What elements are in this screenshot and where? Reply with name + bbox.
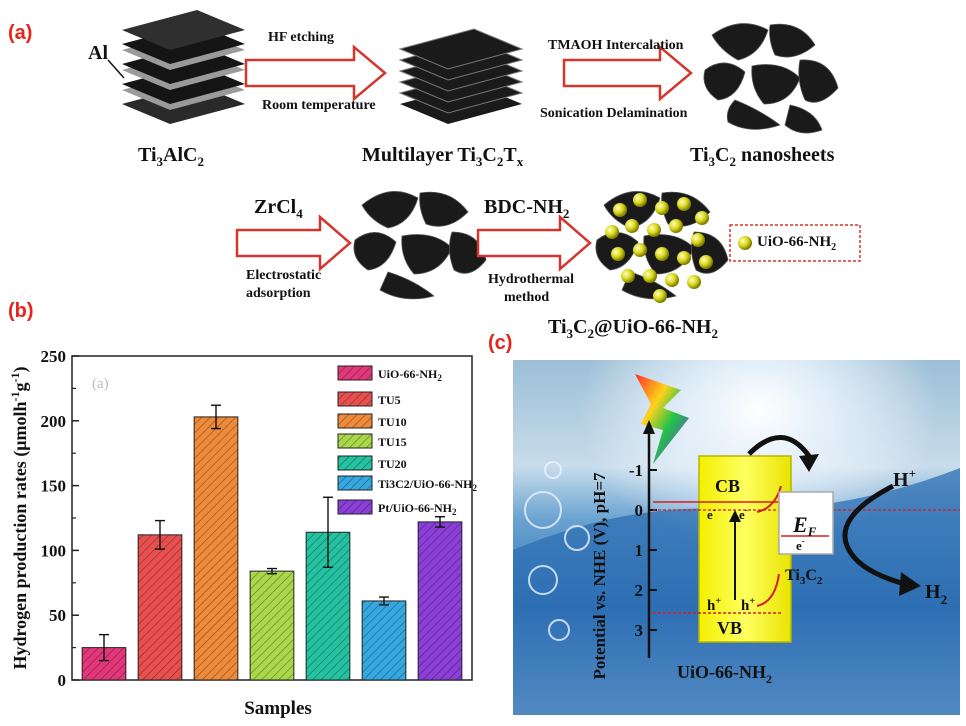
inner-tag: (a) xyxy=(92,376,109,392)
legend-swatch xyxy=(337,413,373,429)
bar xyxy=(417,521,463,681)
step1-bottom-label: Room temperature xyxy=(262,98,376,113)
legend-label: Pt/UiO-66-NH2 xyxy=(378,501,457,517)
legend-label: TU5 xyxy=(378,393,401,407)
potential-tick-label: 3 xyxy=(635,621,644,640)
hplus-label: H+ xyxy=(893,466,916,491)
ti3alc2-stack xyxy=(122,10,245,124)
legend-swatch xyxy=(337,433,373,449)
uio-label: UiO-66-NH2 xyxy=(677,662,772,686)
legend-swatch xyxy=(337,499,373,515)
step4-bottom-label-2: method xyxy=(504,290,550,305)
composite-cluster xyxy=(595,191,729,303)
step2-top-label: TMAOH Intercalation xyxy=(548,38,684,53)
potential-tick-label: 2 xyxy=(635,581,644,600)
material-ti3alc2: Ti3AlC2 xyxy=(138,144,204,169)
bar xyxy=(137,534,183,681)
legend-label: TU20 xyxy=(378,457,407,471)
fermi-level-label: EF xyxy=(792,512,817,539)
legend-label: TU15 xyxy=(378,435,407,449)
y-tick-label: 100 xyxy=(41,541,67,560)
arrow-bdc xyxy=(476,214,592,272)
energy-diagram: -1 0 1 2 3 Potential vs. NHE (V), pH=7 CB VB… xyxy=(513,360,960,715)
sphere-legend-label: UiO-66-NH2 xyxy=(757,234,837,253)
material-composite: Ti3C2@UiO-66-NH2 xyxy=(548,316,718,341)
y-tick-label: 250 xyxy=(41,347,67,366)
panel-label-a: (a) xyxy=(8,22,33,44)
electron-transfer-arrow xyxy=(747,435,812,458)
step3-bottom-label-1: Electrostatic xyxy=(246,268,322,283)
material-multilayer: Multilayer Ti3C2Tx xyxy=(362,144,524,169)
y-tick-label: 0 xyxy=(58,671,67,690)
ti3c2-box xyxy=(778,491,834,555)
hole-label-2: h+ xyxy=(741,596,755,614)
y-axis-title: Hydrogen production rates (μmolh-1g-1) xyxy=(8,366,31,669)
legend-swatch xyxy=(337,455,373,471)
legend-swatch xyxy=(337,365,373,381)
step4-bottom-label-1: Hydrothermal xyxy=(488,272,575,287)
material-nanosheets: Ti3C2 nanosheets xyxy=(690,144,835,169)
legend-label: Ti3C2/UiO-66-NH2 xyxy=(378,477,477,493)
bar-chart: (a) 0 50 100 150 200 250 UiO-66-NH2TU5TU10TU1… xyxy=(8,347,477,719)
arrow-zrcl4 xyxy=(235,214,352,272)
ti3c2-label: Ti3C2 xyxy=(785,567,823,587)
uio-band-block xyxy=(698,455,792,643)
potential-ticks: -1 0 1 2 3 xyxy=(629,461,657,640)
al-label: Al xyxy=(88,42,108,64)
bubbles xyxy=(524,461,590,641)
step3-bottom-label-2: adsorption xyxy=(246,286,311,301)
bar xyxy=(193,416,239,681)
legend-label: TU10 xyxy=(378,415,407,429)
vb-label: VB xyxy=(717,618,742,638)
potential-axis-title: Potential vs. NHE (V), pH=7 xyxy=(590,472,609,680)
sphere-legend-icon xyxy=(738,236,752,250)
panel-label-c: (c) xyxy=(488,332,513,354)
arrow-tmaoh xyxy=(562,44,693,102)
electron-label-2: e- xyxy=(739,505,748,522)
cb-label: CB xyxy=(715,476,740,496)
electron-label-3: e- xyxy=(796,536,805,553)
panel-label-b: (b) xyxy=(8,300,34,322)
x-axis-title: Samples xyxy=(244,698,312,719)
y-axis: 0 50 100 150 200 250 xyxy=(41,347,79,690)
legend-label: UiO-66-NH2 xyxy=(378,367,442,383)
electron-label-1: e- xyxy=(707,505,716,522)
multilayer-stack xyxy=(398,28,524,124)
bars-group xyxy=(81,404,463,681)
synthesis-scheme xyxy=(107,10,861,303)
legend-swatch xyxy=(337,391,373,407)
light-bolt-icon xyxy=(635,374,689,464)
chart-legend: UiO-66-NH2TU5TU10TU15TU20Ti3C2/UiO-66-NH… xyxy=(337,365,477,517)
step1-top-label: HF etching xyxy=(268,30,334,45)
potential-tick-label: 1 xyxy=(635,541,644,560)
nanosheets-cluster-2 xyxy=(353,191,487,300)
bar xyxy=(361,600,407,681)
potential-tick-label: 0 xyxy=(635,501,644,520)
y-tick-label: 150 xyxy=(41,477,67,496)
h2-label: H2 xyxy=(925,581,947,607)
potential-tick-label: -1 xyxy=(629,461,643,480)
y-tick-label: 200 xyxy=(41,412,67,431)
arrow-hf-etching xyxy=(244,44,387,102)
legend-swatch xyxy=(337,475,373,491)
y-tick-label: 50 xyxy=(49,606,66,625)
step2-bottom-label: Sonication Delamination xyxy=(540,106,688,121)
hole-label-1: h+ xyxy=(707,596,721,614)
hydrogen-evolution-arrow xyxy=(842,483,906,587)
nanosheets-cluster xyxy=(703,23,839,134)
step3-top-label: ZrCl4 xyxy=(254,196,303,221)
step4-top-label: BDC-NH2 xyxy=(484,196,570,221)
bar xyxy=(249,570,295,681)
